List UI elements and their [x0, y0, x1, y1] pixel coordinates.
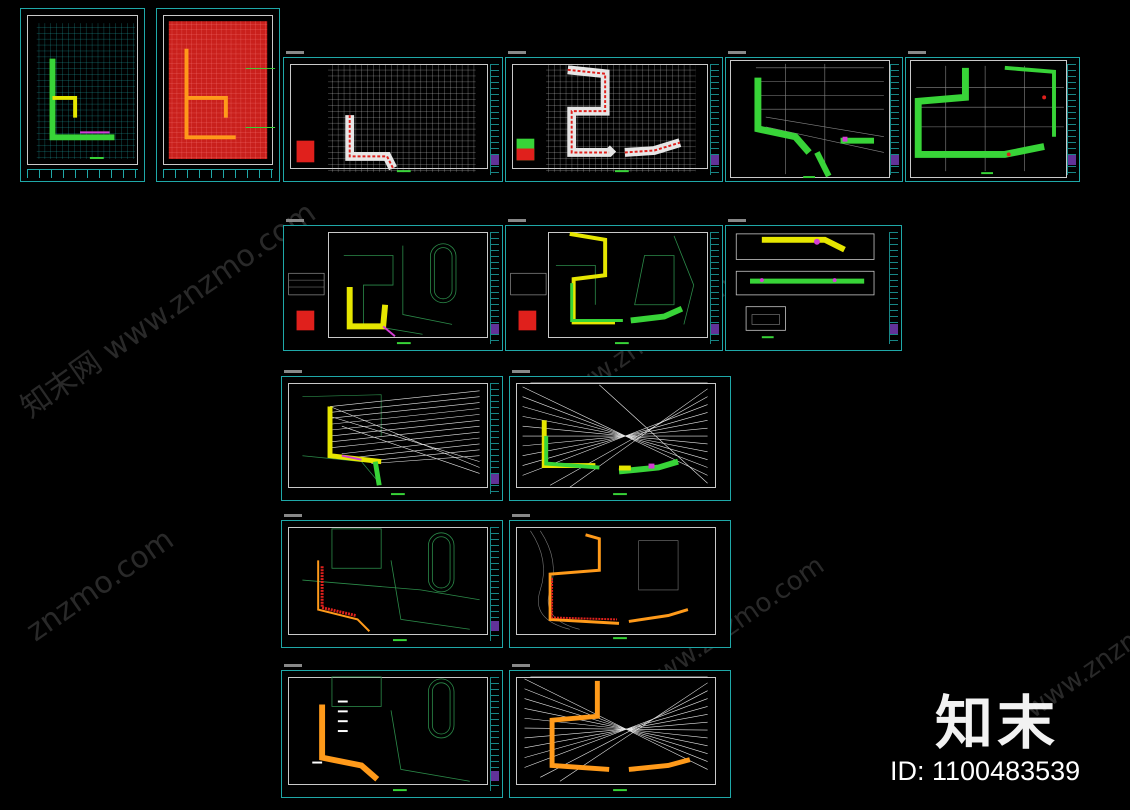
site-plan-drawing [288, 243, 457, 345]
watermark-text: znzmo.com [20, 521, 181, 649]
drawing-sheet[interactable] [283, 225, 503, 351]
layout-plan-drawing [530, 530, 689, 640]
drawing-sheet[interactable] [725, 225, 902, 351]
drawing-sheet[interactable] [156, 8, 280, 182]
site-plan-drawing [510, 231, 695, 345]
paving-leader-drawing [524, 676, 708, 792]
drawing-sheet[interactable] [281, 376, 503, 501]
asset-id-label: ID: 1100483539 [890, 756, 1081, 786]
drawing-sheet[interactable] [20, 8, 145, 182]
drawing-sheet[interactable] [281, 670, 503, 798]
drawing-sheet[interactable] [905, 57, 1080, 182]
drawing-sheet[interactable] [509, 670, 731, 798]
planting-plan-drawing [914, 65, 1064, 175]
grid-plan-drawing [516, 63, 696, 173]
drawing-sheet[interactable] [509, 520, 731, 648]
layout-plan-drawing [302, 528, 480, 642]
red-plan-drawing [168, 21, 276, 159]
drawing-sheet[interactable] [505, 57, 723, 182]
drawing-sheet[interactable] [281, 520, 503, 648]
drawing-sheet[interactable] [283, 57, 503, 182]
brand-logo-text: 知末 [935, 689, 1060, 757]
drawing-sheet[interactable] [505, 225, 723, 351]
detail-drawing [735, 233, 875, 339]
grid-plan-drawing [36, 23, 136, 159]
drawing-sheet[interactable] [725, 57, 903, 182]
planting-plan-drawing [754, 63, 884, 179]
planting-leader-drawing [302, 390, 480, 496]
paving-plan-drawing [312, 676, 470, 792]
watermark-text: 知末网 www.znzmo.com [14, 195, 323, 426]
grid-plan-drawing [296, 63, 476, 173]
planting-leader-drawing [522, 382, 708, 496]
drawing-sheet[interactable] [509, 376, 731, 501]
brand-logo: 知末 [935, 676, 1059, 760]
